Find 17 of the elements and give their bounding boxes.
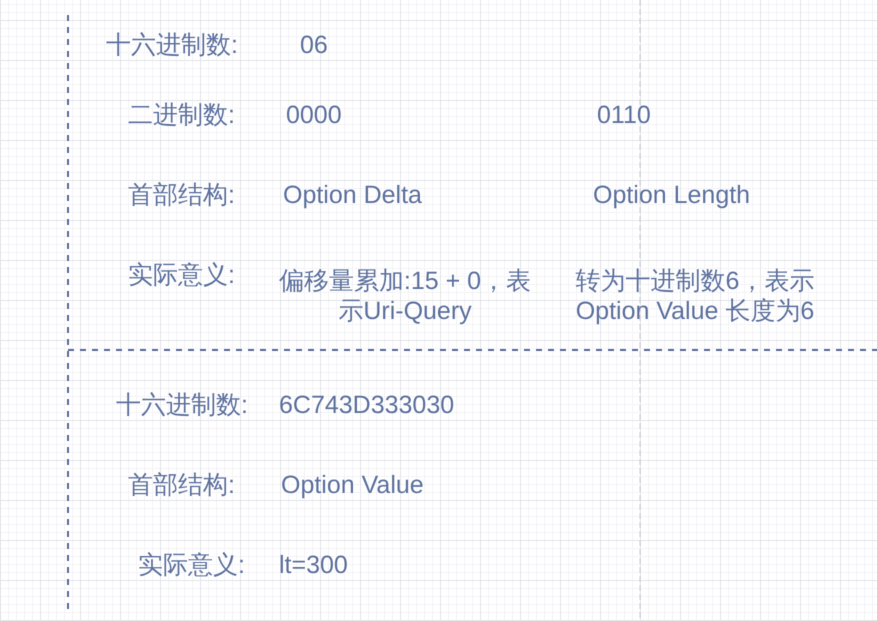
row-label: 二进制数: [128, 100, 235, 130]
hex-value: 06 [300, 30, 328, 60]
field-name: Option Value [281, 470, 424, 500]
row-label: 首部结构: [128, 180, 235, 210]
row-label: 十六进制数: [116, 390, 248, 420]
meaning-text: lt=300 [279, 550, 348, 580]
row-label: 十六进制数: [106, 30, 238, 60]
field-name: Option Length [593, 180, 750, 210]
field-name: Option Delta [283, 180, 422, 210]
meaning-text: 偏移量累加:15 + 0，表示Uri-Query [278, 266, 532, 326]
row-label: 实际意义: [138, 550, 245, 580]
row-label: 实际意义: [128, 260, 235, 290]
meaning-text: 转为十进制数6，表示Option Value 长度为6 [574, 266, 816, 326]
binary-value: 0110 [597, 100, 651, 130]
hex-value: 6C743D333030 [279, 390, 454, 420]
row-label: 首部结构: [128, 470, 235, 500]
binary-value: 0000 [286, 100, 342, 130]
